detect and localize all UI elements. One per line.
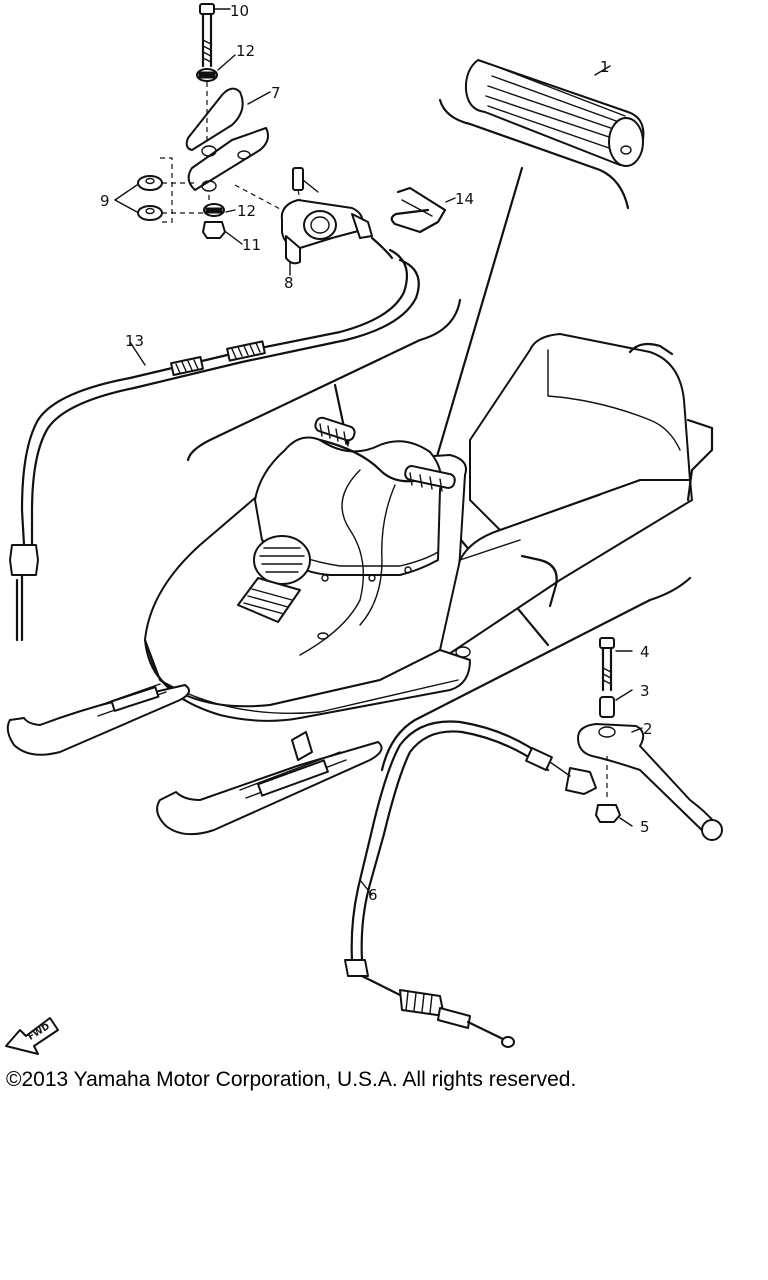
callout-14: 14	[455, 190, 474, 208]
callout-4: 4	[640, 643, 650, 661]
callout-1: 1	[600, 58, 610, 76]
brake-cable	[344, 720, 597, 1048]
parts-diagram: FWD 1 2 3 4 5 6 7 8 9 10 11 12 12 13 14	[5, 2, 723, 1055]
skis	[6, 683, 383, 836]
copyright-notice: ©2013 Yamaha Motor Corporation, U.S.A. A…	[6, 1068, 577, 1091]
callout-10: 10	[230, 2, 249, 20]
callout-3: 3	[640, 682, 650, 700]
throttle-bracket-assembly	[114, 3, 271, 245]
callout-2: 2	[643, 720, 653, 738]
fwd-arrow: FWD	[5, 1017, 59, 1055]
callout-12-top: 12	[236, 42, 255, 60]
callout-7: 7	[271, 84, 281, 102]
callout-5: 5	[640, 818, 650, 836]
wire-clip	[390, 186, 456, 234]
callout-11: 11	[242, 236, 261, 254]
handle-grip	[464, 59, 645, 167]
throttle-housing	[234, 167, 373, 276]
callout-13: 13	[125, 332, 144, 350]
callout-6: 6	[368, 886, 378, 904]
brake-lever-assembly	[577, 637, 723, 841]
callouts: 1 2 3 4 5 6 7 8 9 10 11 12 12 13 14	[100, 2, 653, 904]
callout-8: 8	[284, 274, 294, 292]
throttle-cable	[9, 236, 420, 642]
snowmobile-body	[144, 333, 714, 722]
callout-12-lower: 12	[237, 202, 256, 220]
callout-9: 9	[100, 192, 110, 210]
section-lines	[186, 98, 692, 772]
